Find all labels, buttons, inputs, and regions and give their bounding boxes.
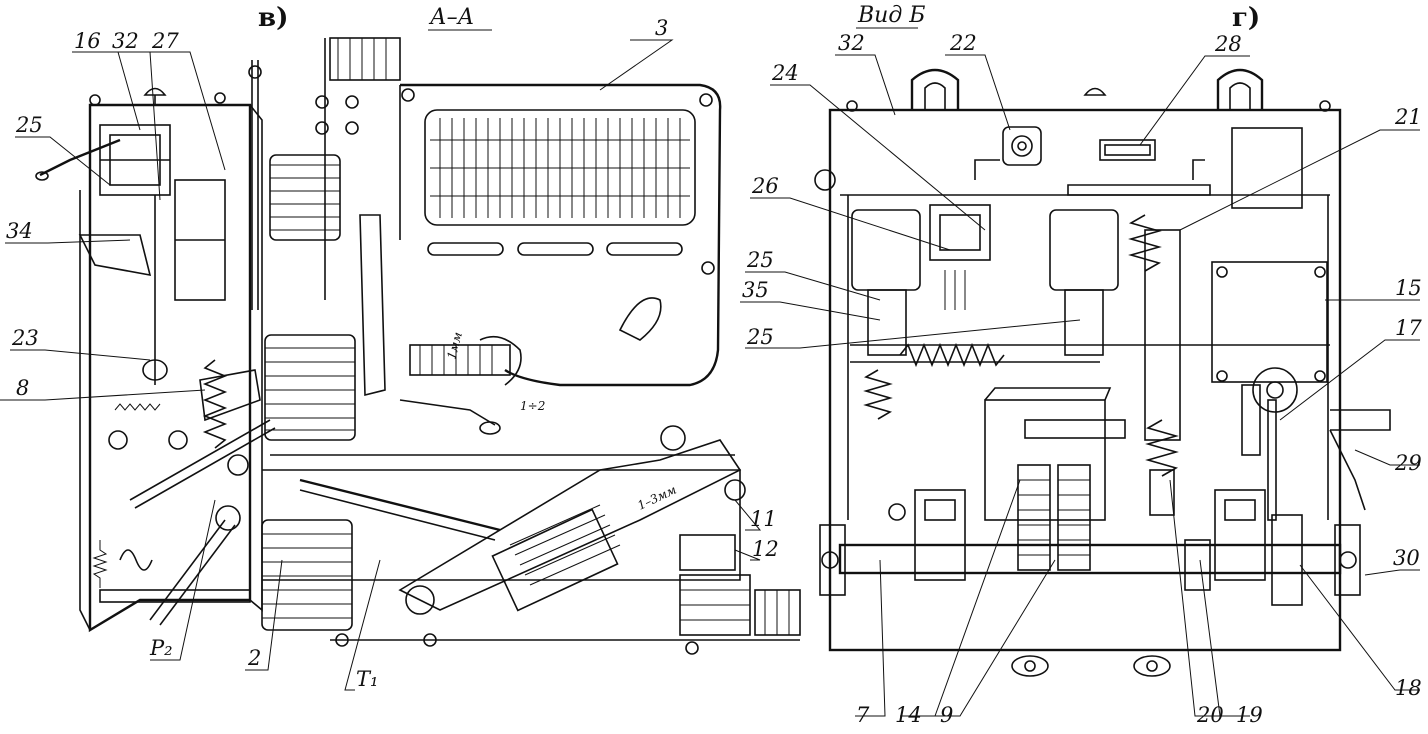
label-18: 18: [1395, 676, 1422, 700]
label-35: 35: [742, 278, 769, 302]
label-11: 11: [750, 507, 777, 531]
label-3: 3: [655, 16, 668, 40]
upper-bushing: [269, 154, 341, 241]
label-t1: T₁: [356, 667, 378, 691]
center-section-assembly: [261, 37, 801, 655]
label-26: 26: [751, 174, 779, 198]
right-front-view-assembly: [814, 68, 1391, 677]
label-28: 28: [1214, 32, 1242, 56]
label-20: 20: [1196, 703, 1224, 727]
label-17: 17: [1395, 316, 1422, 340]
dimension-1mm: 1мм: [444, 331, 465, 361]
label-15: 15: [1395, 276, 1422, 300]
label-34: 34: [6, 219, 33, 243]
middle-bushing: [264, 334, 356, 441]
label-p2: P₂: [149, 636, 173, 660]
lower-bushing: [261, 519, 353, 631]
view-g-title: г): [1232, 3, 1260, 33]
label-27: 27: [151, 29, 179, 53]
label-32-left: 32: [112, 29, 139, 53]
view-b-title: в): [258, 3, 288, 33]
leader-lines: [0, 39, 1420, 717]
label-9: 9: [940, 703, 953, 727]
label-7: 7: [856, 703, 870, 727]
arc-chute-grid: [430, 118, 690, 218]
label-8: 8: [16, 376, 29, 400]
label-25-right-lower: 25: [746, 325, 774, 349]
label-22: 22: [949, 31, 977, 55]
dimension-1-2: 1÷2: [520, 399, 545, 413]
label-24: 24: [771, 61, 799, 85]
section-title: А–А: [428, 5, 474, 30]
label-29: 29: [1394, 451, 1422, 475]
label-14: 14: [895, 703, 922, 727]
callout-labels: 16 32 27 25 34 23 8 P₂ 2 T₁ 3 11 12 32 2…: [6, 16, 1422, 727]
label-19: 19: [1236, 703, 1263, 727]
label-25-left: 25: [15, 113, 43, 137]
label-32-right: 32: [838, 31, 865, 55]
dimension-1-3mm: 1–3мм: [635, 483, 678, 513]
left-mechanism-assembly: [35, 60, 276, 633]
label-25-right-upper: 25: [746, 248, 774, 272]
label-2: 2: [247, 646, 261, 670]
label-23: 23: [11, 326, 39, 350]
label-21: 21: [1394, 105, 1422, 129]
label-16: 16: [74, 29, 101, 53]
view-d-title: Вид Б: [857, 3, 925, 28]
label-12: 12: [752, 537, 779, 561]
label-30: 30: [1393, 546, 1420, 570]
